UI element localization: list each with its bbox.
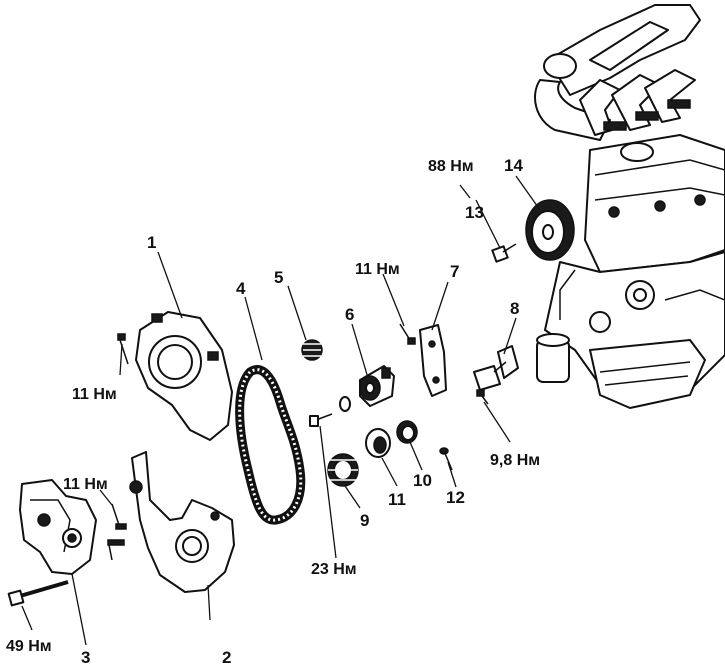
engine-block-icon <box>534 4 725 409</box>
label-part-9: 9 <box>360 511 369 530</box>
label-part-4: 4 <box>236 279 246 298</box>
label-part-14: 14 <box>504 156 523 175</box>
bracket-icon <box>473 345 519 391</box>
idler-pulley-icon <box>327 453 359 487</box>
bolt-icon <box>7 580 69 607</box>
tensioner-spring-icon <box>301 339 323 361</box>
grommet-icon <box>129 480 143 494</box>
bolt-icon <box>117 333 129 365</box>
washer-icon <box>339 396 351 412</box>
bolt-icon <box>399 323 416 345</box>
label-part-5: 5 <box>274 268 283 287</box>
label-torque-plate: 11 Нм <box>355 261 400 278</box>
label-torque-bracket: 11 Нм <box>63 476 108 493</box>
bolt-icon <box>309 413 333 427</box>
label-torque-mount-bolt: 49 Нм <box>6 638 52 655</box>
label-torque-cover: 11 Нм <box>72 386 117 403</box>
leader-lines <box>21 175 541 646</box>
bolt-icon <box>476 389 489 405</box>
lower-timing-cover-icon <box>131 451 235 593</box>
label-part-10: 10 <box>413 471 432 490</box>
tensioner-plate-icon <box>419 324 447 397</box>
part-labels: 1 2 3 4 5 6 7 8 9 10 11 12 13 14 11 Нм 1… <box>6 156 540 667</box>
label-part-13: 13 <box>465 203 484 222</box>
bolt-icon <box>491 243 517 263</box>
bolt-icon <box>107 503 127 561</box>
camshaft-sprocket-icon <box>525 199 575 261</box>
label-part-11: 11 <box>388 490 406 509</box>
label-part-1: 1 <box>147 233 156 252</box>
upper-timing-cover-icon <box>135 311 233 441</box>
label-part-2: 2 <box>222 648 231 667</box>
label-part-7: 7 <box>450 262 459 281</box>
label-part-12: 12 <box>446 488 465 507</box>
bearing-icon <box>365 428 391 458</box>
label-torque-idler-bolt: 23 Нм <box>311 561 357 578</box>
label-torque-cam-bolt: 88 Нм <box>428 158 474 175</box>
engine-mount-bracket-icon <box>19 479 97 575</box>
seal-ring-icon <box>396 420 418 444</box>
label-part-8: 8 <box>510 299 519 318</box>
timing-belt-icon <box>235 365 306 525</box>
tensioner-pulley-icon <box>359 365 395 407</box>
label-part-6: 6 <box>345 305 354 324</box>
pin-icon <box>439 447 453 471</box>
label-torque-bracket-bolt: 9,8 Нм <box>490 452 540 469</box>
label-part-3: 3 <box>81 648 90 667</box>
